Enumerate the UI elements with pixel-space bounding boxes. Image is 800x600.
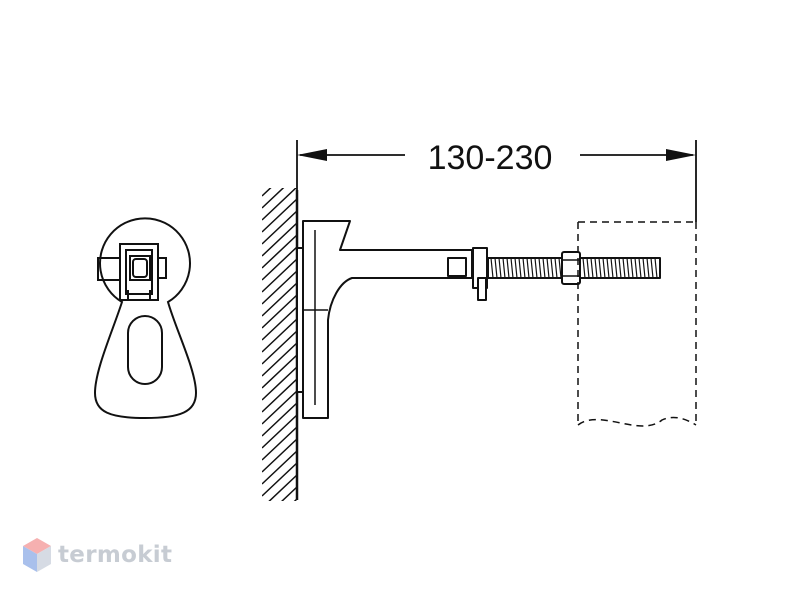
thread-line xyxy=(594,257,598,279)
hatch-line xyxy=(262,293,298,329)
hatch-line xyxy=(262,233,298,269)
hatch-line xyxy=(262,269,298,305)
hatch-line xyxy=(262,197,298,233)
thread-line xyxy=(582,257,586,279)
thread-line xyxy=(542,257,546,279)
thread-line xyxy=(506,257,510,279)
hatch-line xyxy=(262,341,298,377)
thread-line xyxy=(526,257,530,279)
thread-line xyxy=(654,257,658,279)
hatch-line xyxy=(262,188,285,209)
thread-line xyxy=(646,257,650,279)
hatch-line xyxy=(262,188,297,221)
thread-line xyxy=(558,257,562,279)
arrow-right xyxy=(666,149,696,161)
thread-line xyxy=(530,257,534,279)
hatch-line xyxy=(262,317,298,353)
thread-line xyxy=(510,257,514,279)
hatch-line xyxy=(262,257,298,293)
logo-text: termokit xyxy=(58,542,173,568)
bracket-body xyxy=(302,220,473,419)
dimension-label: 130-230 xyxy=(405,136,575,180)
front-view-plate xyxy=(93,217,198,420)
hatch-line xyxy=(262,150,298,184)
thread-line xyxy=(546,257,550,279)
hatch-line xyxy=(281,485,298,501)
arm-slot xyxy=(447,257,467,277)
thread-line xyxy=(606,257,610,279)
thread-line xyxy=(630,257,634,279)
arrow-left xyxy=(297,149,327,161)
thread-line xyxy=(590,257,594,279)
thread-line xyxy=(522,257,526,279)
thread-line xyxy=(498,257,502,279)
thread-line xyxy=(538,257,542,279)
thread-line xyxy=(618,257,622,279)
hatch-line xyxy=(262,329,298,365)
clamp-assembly xyxy=(97,243,167,301)
thread-line xyxy=(642,257,646,279)
thread-line xyxy=(534,257,538,279)
hatch-line xyxy=(262,281,298,317)
hatch-line xyxy=(262,401,298,437)
toilet-outline-dashed xyxy=(577,221,697,427)
thread-line xyxy=(602,257,606,279)
hexagon-logo-icon xyxy=(23,538,51,572)
thread-line xyxy=(490,257,494,279)
thread-line xyxy=(638,257,642,279)
hatch-line xyxy=(262,209,298,245)
hatch-line xyxy=(262,461,298,497)
plate-slot xyxy=(127,315,163,385)
thread-line xyxy=(502,257,506,279)
thread-line xyxy=(610,257,614,279)
hatch-line xyxy=(262,188,272,197)
thread-line xyxy=(514,257,518,279)
hatch-line xyxy=(262,221,298,257)
thread-line xyxy=(622,257,626,279)
thread-line xyxy=(494,257,498,279)
side-view-bracket xyxy=(296,220,661,419)
hatch-line xyxy=(262,437,298,473)
plate-outline xyxy=(93,217,198,420)
hatch-line xyxy=(262,353,298,389)
hatch-line xyxy=(262,305,298,341)
thread-line xyxy=(550,257,554,279)
thread-line xyxy=(634,257,638,279)
nut-middle xyxy=(561,251,581,285)
hatch-line xyxy=(262,413,298,449)
thread-line xyxy=(598,257,602,279)
thread-line xyxy=(614,257,618,279)
dimension-line xyxy=(296,140,697,222)
hatch-line xyxy=(268,473,298,501)
hatch-line xyxy=(262,365,298,401)
hatch-line xyxy=(262,449,298,485)
wall-hatching xyxy=(262,150,299,544)
hatch-line xyxy=(262,377,298,413)
hatch-line xyxy=(293,497,298,501)
thread-line xyxy=(518,257,522,279)
hatch-line xyxy=(262,510,298,544)
hatch-line xyxy=(262,425,298,461)
hatch-line xyxy=(262,389,298,425)
thread-line xyxy=(650,257,654,279)
termokit-logo: termokit xyxy=(22,534,172,576)
hatch-line xyxy=(262,245,298,281)
thread-line xyxy=(626,257,630,279)
thread-line xyxy=(586,257,590,279)
nut-left-flange xyxy=(477,277,487,301)
thread-line xyxy=(554,257,558,279)
